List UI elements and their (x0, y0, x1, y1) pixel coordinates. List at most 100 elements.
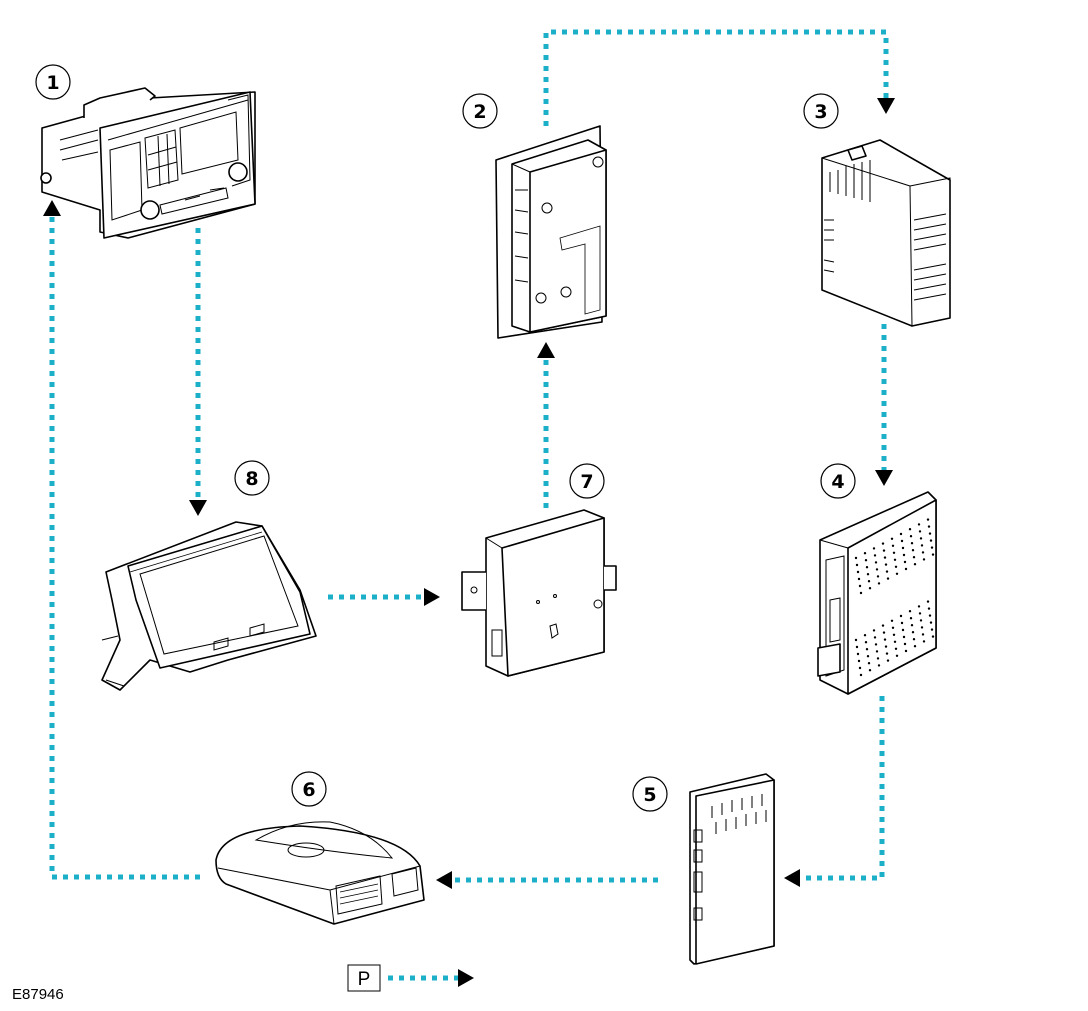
perforation-hole (875, 650, 879, 653)
perforation-hole (902, 553, 906, 557)
perforation-hole (928, 532, 932, 535)
perforation-hole (876, 657, 880, 660)
perforation-hole (884, 645, 888, 648)
perforation-hole (864, 641, 868, 644)
legend-symbol-box (347, 964, 381, 992)
perforation-hole (903, 642, 907, 646)
perforation-hole (903, 560, 907, 564)
perforation-hole (881, 542, 885, 545)
callout-3: 3 (803, 93, 839, 129)
perforation-hole (891, 544, 895, 547)
component-6-interface-unit[interactable] (215, 821, 425, 925)
perforation-hole (920, 626, 924, 629)
perforation-hole (927, 607, 931, 610)
svg-text:3: 3 (814, 101, 827, 123)
callout-6: 6 (291, 771, 327, 807)
svg-text:1: 1 (46, 72, 59, 94)
component-8-display[interactable] (101, 521, 317, 691)
component-5-slim-module[interactable] (689, 773, 775, 965)
link-1-to-8 (189, 228, 207, 516)
callout-1: 1 (35, 64, 71, 100)
perforation-hole (894, 647, 898, 650)
links-layer (43, 29, 895, 889)
perforation-hole (902, 635, 906, 639)
component-2-control-module[interactable] (495, 125, 607, 339)
link-7-to-2 (537, 342, 555, 508)
perforation-hole (904, 567, 908, 571)
perforation-hole (891, 626, 895, 629)
perforation-hole (930, 546, 934, 549)
perforation-hole (864, 559, 868, 562)
perforation-hole (865, 648, 869, 651)
perforation-hole (911, 631, 915, 634)
perforation-hole (892, 551, 896, 554)
perforation-hole (918, 530, 922, 533)
perforation-hole (874, 643, 878, 646)
component-4-perforated-module[interactable] (817, 491, 937, 695)
arrowhead-icon (877, 98, 895, 114)
perforation-hole (917, 523, 921, 526)
perforation-hole (927, 525, 931, 528)
svg-text:8: 8 (245, 468, 258, 490)
perforation-hole (895, 572, 899, 575)
perforation-hole (856, 570, 860, 574)
perforation-hole (893, 558, 897, 561)
perforation-hole (931, 553, 935, 556)
perforation-hole (919, 619, 923, 622)
perforation-hole (900, 621, 904, 625)
perforation-hole (931, 635, 935, 638)
perforation-hole (884, 563, 888, 566)
perforation-hole (930, 628, 934, 631)
perforation-hole (899, 614, 903, 618)
perforation-hole (854, 556, 858, 560)
perforation-hole (917, 605, 921, 608)
perforation-hole (921, 633, 925, 636)
link-4-to-5-line (800, 696, 885, 881)
arrowhead-icon (189, 500, 207, 516)
legend-link (388, 969, 474, 987)
component-7-control-module[interactable] (461, 509, 617, 677)
figure-reference: E87946 (12, 986, 64, 1003)
svg-text:6: 6 (302, 779, 315, 801)
component-1-head-unit[interactable] (40, 87, 256, 239)
perforation-hole (904, 649, 908, 653)
perforation-hole (866, 655, 870, 658)
perforation-hole (885, 652, 889, 655)
perforation-hole (868, 669, 872, 672)
perforation-hole (865, 566, 869, 569)
perforation-hole (894, 565, 898, 568)
perforation-hole (901, 628, 905, 632)
perforation-hole (868, 587, 872, 590)
perforation-hole (908, 528, 912, 531)
perforation-hole (908, 610, 912, 613)
perforation-hole (859, 673, 863, 677)
arrowhead-icon (784, 869, 800, 887)
callout-4: 4 (820, 463, 856, 499)
perforation-hole (890, 619, 894, 622)
perforation-hole (912, 556, 916, 559)
perforation-hole (928, 614, 932, 617)
perforation-hole (929, 539, 933, 542)
link-8-to-7 (328, 588, 440, 606)
perforation-hole (918, 612, 922, 615)
component-3-amplifier[interactable] (821, 139, 951, 327)
perforation-hole (910, 542, 914, 545)
perforation-hole (873, 554, 877, 557)
perforation-hole (922, 640, 926, 643)
perforation-hole (872, 547, 876, 550)
perforation-hole (863, 634, 867, 637)
link-5-to-6 (436, 871, 658, 889)
perforation-hole (922, 558, 926, 561)
perforation-hole (899, 532, 903, 536)
arrowhead-icon (436, 871, 452, 889)
perforation-hole (909, 617, 913, 620)
perforation-hole (911, 549, 915, 552)
perforation-hole (863, 552, 867, 555)
arrowhead-icon (43, 200, 61, 216)
perforation-hole (913, 563, 917, 566)
perforation-hole (856, 652, 860, 656)
perforation-hole (872, 629, 876, 632)
link-3-to-4 (875, 324, 893, 486)
perforation-hole (877, 582, 881, 585)
perforation-hole (854, 638, 858, 642)
